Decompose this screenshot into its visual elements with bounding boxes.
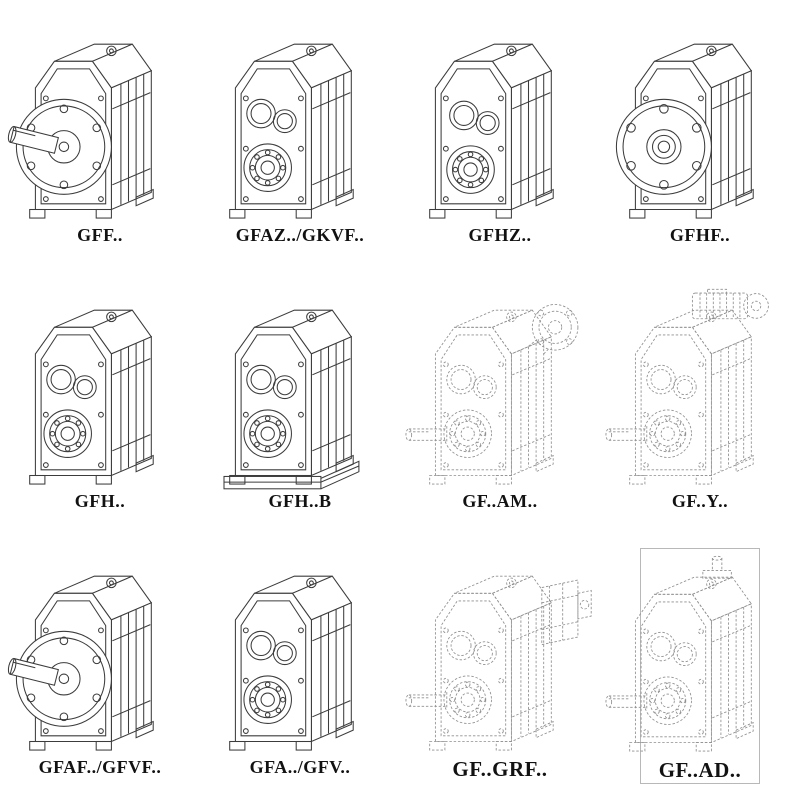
model-label: GFHZ.. <box>468 225 532 245</box>
catalog-item: GFA../GFV.. <box>229 548 360 784</box>
catalog-item: GFAZ../GKVF.. <box>229 16 364 250</box>
catalog-item: GF..AM.. <box>405 282 579 516</box>
model-label: GF..AD.. <box>658 758 742 782</box>
gearbox-input-shaft-ghost-drawing <box>605 555 754 752</box>
gearbox-hollow-shaft-base-drawing <box>223 309 360 490</box>
model-label: GFA../GFV.. <box>249 757 351 777</box>
gearbox-hollow-shaft-drawing <box>429 43 554 219</box>
model-label: GF..GRF.. <box>452 757 548 781</box>
catalog-item: GFAF../GFVF.. <box>6 548 162 784</box>
catalog-item: GF..AD.. <box>605 548 760 784</box>
gearbox-input-adapter-ghost-drawing <box>405 575 592 751</box>
gearbox-hollow-shaft-drawing <box>29 309 154 485</box>
catalog-item: GFF.. <box>6 16 160 250</box>
model-label: GFHF.. <box>669 225 731 245</box>
model-label: GFAZ../GKVF.. <box>235 225 365 245</box>
catalog-item: GFHF.. <box>615 16 760 250</box>
model-label: GFAF../GFVF.. <box>38 757 162 777</box>
gearbox-motor-adapter-ghost-drawing <box>405 304 579 485</box>
catalog-item: GF..Y.. <box>605 282 769 516</box>
gearbox-flange-hollow-drawing <box>615 43 754 219</box>
gearbox-hollow-shaft-drawing <box>229 43 354 219</box>
model-label: GF..AM.. <box>462 491 538 511</box>
gearbox-with-motor-ghost-drawing <box>605 288 769 485</box>
catalog-item: GFH.. <box>29 282 160 516</box>
model-label: GF..Y.. <box>671 491 729 511</box>
model-label: GFH..B <box>268 491 332 511</box>
catalog-item: GFH..B <box>223 282 360 516</box>
gearbox-hollow-shaft-drawing <box>229 575 354 751</box>
gearbox-flange-output-drawing <box>6 43 154 219</box>
catalog-item: GFHZ.. <box>429 16 560 250</box>
model-label: GFF.. <box>77 225 123 245</box>
model-label: GFH.. <box>74 491 126 511</box>
gearbox-flange-output-drawing <box>6 575 154 751</box>
catalog-item: GF..GRF.. <box>405 548 592 784</box>
